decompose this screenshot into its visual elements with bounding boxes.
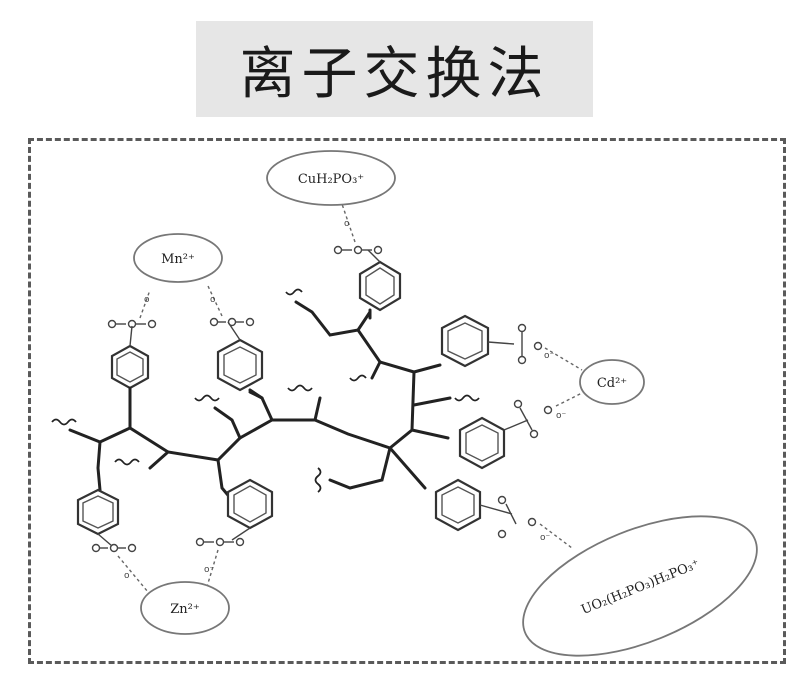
page-title: 离子交换法 (239, 41, 550, 107)
cu-ion: CuH₂PO₃⁺ (266, 150, 396, 206)
zn-ion: Zn²⁺ (140, 581, 230, 635)
uo2-ion-oval (522, 515, 758, 657)
mn-ion-oval (133, 233, 223, 283)
svg-text:o⁻: o⁻ (544, 351, 555, 361)
svg-text:o: o (210, 295, 216, 305)
svg-text:o: o (144, 295, 150, 305)
title-banner: 离子交换法 (196, 21, 593, 117)
mn-ion-label: Mn²⁺ (161, 252, 195, 267)
uo2-ion: UO₂(H₂PO₃)H₂PO₃⁺ (522, 515, 758, 657)
svg-text:o: o (344, 219, 350, 229)
svg-text:o⁻: o⁻ (540, 533, 551, 543)
cu-ion-label: CuH₂PO₃⁺ (298, 172, 364, 187)
chain-ends (51, 288, 480, 493)
dashed-frame (28, 138, 786, 664)
zn-ion-label: Zn²⁺ (170, 602, 199, 617)
cd-ion-label: Cd²⁺ (597, 376, 627, 391)
svg-text:o: o (124, 571, 130, 581)
svg-text:o⁻: o⁻ (204, 565, 215, 575)
oxide-labels: o o o o⁻ o⁻ o⁻ o o⁻ (124, 219, 567, 581)
sulfonate-groups (91, 203, 585, 593)
mn-ion: Mn²⁺ (133, 233, 223, 283)
svg-text:o⁻: o⁻ (556, 411, 567, 421)
polymer-backbone (68, 300, 452, 502)
cd-ion-oval (579, 359, 645, 405)
cd-ion: Cd²⁺ (579, 359, 645, 405)
cu-ion-oval (266, 150, 396, 206)
zn-ion-oval (140, 581, 230, 635)
benzene-rings (76, 260, 506, 536)
